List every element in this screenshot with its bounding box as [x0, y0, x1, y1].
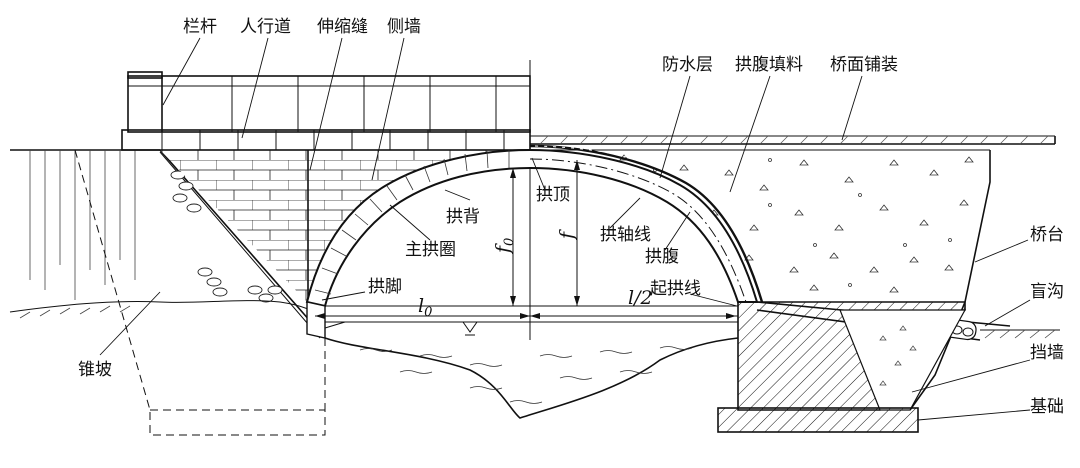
- label-waterproof-layer: 防水层: [662, 55, 713, 75]
- waterproof-layer-line: [529, 144, 764, 303]
- dim-half-l: l/2: [628, 287, 653, 309]
- railing: [127, 71, 531, 133]
- label-blind-ditch: 盲沟: [1030, 282, 1064, 302]
- label-arch-back: 拱背: [446, 207, 480, 227]
- label-main-arch-ring: 主拱圈: [405, 240, 456, 260]
- foundation-block: [717, 407, 919, 433]
- cone-slope-dashed-base: [149, 409, 326, 436]
- water-ripples: [359, 346, 693, 404]
- main-arch-ring: [305, 148, 759, 308]
- riprap-stones: [170, 170, 283, 303]
- left-embankment-soil: [29, 150, 136, 300]
- label-retaining-wall: 挡墙: [1030, 343, 1064, 363]
- label-abutment: 桥台: [1030, 225, 1064, 245]
- arch-axis-line: [529, 158, 747, 303]
- natural-ground-left: [9, 300, 326, 321]
- label-expansion-joint: 伸缩缝: [317, 17, 368, 37]
- label-sidewalk: 人行道: [240, 17, 291, 37]
- spandrel-fill-aggregate: [619, 154, 974, 293]
- side-wall-brick: [160, 150, 530, 302]
- cone-slope-line: [159, 149, 326, 339]
- label-deck-pavement: 桥面铺装: [830, 55, 898, 75]
- arch-voussoirs: [314, 150, 510, 295]
- riverbed-line: [324, 337, 739, 419]
- label-springing-line: 起拱线: [650, 279, 701, 299]
- dim-l0: l0: [418, 295, 432, 320]
- svg-text:f: f: [556, 229, 578, 241]
- label-arch-soffit: 拱腹: [645, 247, 679, 267]
- label-arch-crown: 拱顶: [536, 185, 570, 205]
- leader-lines: [99, 37, 1031, 421]
- label-arch-foot: 拱脚: [368, 277, 402, 297]
- label-foundation: 基础: [1030, 397, 1064, 417]
- spandrel-fill-area: [530, 150, 990, 302]
- water-level-symbol: [462, 321, 478, 333]
- dim-f0: f0: [492, 238, 517, 255]
- label-arch-axis: 拱轴线: [600, 225, 651, 245]
- label-side-wall: 侧墙: [387, 17, 421, 37]
- rise-dimensions: [510, 160, 580, 306]
- label-railing: 栏杆: [183, 17, 217, 37]
- label-cone-slope: 锥坡: [78, 360, 112, 380]
- span-dimension: [306, 302, 739, 330]
- svg-text:f0: f0: [492, 238, 517, 255]
- dim-f: f: [556, 229, 578, 241]
- label-spandrel-fill: 拱腹填料: [735, 55, 803, 75]
- sidewalk-blocks: [121, 129, 531, 151]
- cone-slope-dashed: [74, 149, 151, 411]
